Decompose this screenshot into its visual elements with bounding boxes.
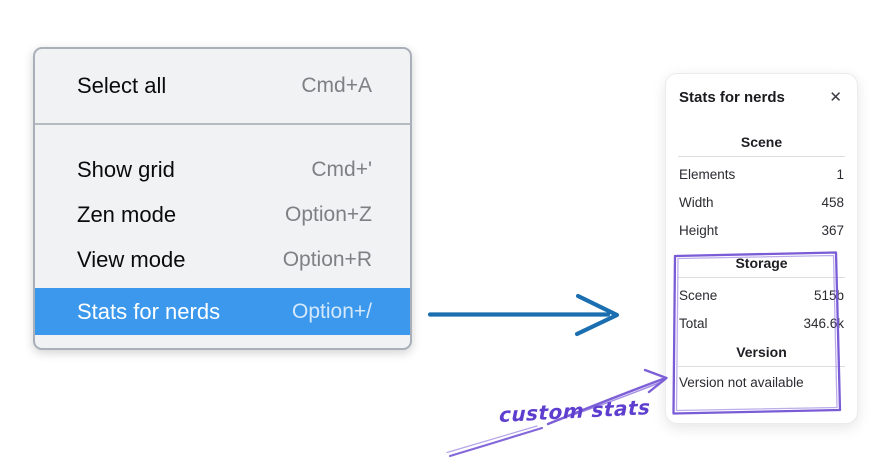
stat-label: Elements (679, 166, 736, 182)
menu-item-label: Stats for nerds (77, 298, 221, 324)
menu-item-shortcut: Cmd+A (301, 74, 372, 97)
stats-panel-header: Stats for nerds ✕ (678, 88, 845, 107)
annotation-arrow (546, 368, 668, 426)
menu-item-label: View mode (77, 246, 186, 272)
menu-item-shortcut: Option+R (282, 247, 372, 271)
section-divider (678, 156, 845, 157)
stat-row-total-size: Total 346.6k (678, 309, 845, 337)
section-divider (678, 277, 845, 278)
stat-row-scene-size: Scene 515b (678, 281, 845, 309)
menu-divider (35, 123, 410, 125)
section-heading-scene: Scene (740, 134, 783, 150)
annotation-tail-stroke (446, 425, 544, 458)
stat-row-elements: Elements 1 (678, 160, 845, 188)
menu-item-shortcut: Option+/ (292, 299, 372, 323)
stat-value: 1 (836, 166, 844, 182)
stat-value: 458 (821, 194, 844, 210)
stat-label: Height (679, 222, 719, 238)
stats-panel: Stats for nerds ✕ Scene Elements 1 Width… (665, 73, 858, 424)
stat-value: 346.6k (803, 315, 844, 331)
stat-label: Total (679, 315, 708, 331)
menu-item-show-grid[interactable]: Show grid Cmd+' (35, 147, 410, 192)
section-heading-storage: Storage (735, 255, 788, 271)
stat-value: 515b (813, 287, 844, 303)
stat-value: 367 (821, 222, 844, 238)
annotation-label: custom stats (498, 395, 651, 427)
menu-item-label: Select all (77, 73, 167, 98)
menu-item-view-mode[interactable]: View mode Option+R (35, 237, 410, 282)
menu-item-label: Show grid (77, 156, 175, 182)
stat-row-height: Height 367 (678, 216, 845, 244)
stat-row-width: Width 458 (678, 188, 845, 216)
menu-item-label: Zen mode (77, 201, 177, 227)
flow-arrow (427, 293, 620, 337)
menu-item-select-all[interactable]: Select all Cmd+A (35, 49, 410, 123)
context-menu: Select all Cmd+A Show grid Cmd+' Zen mod… (33, 47, 412, 350)
stat-label: Scene (679, 287, 718, 303)
close-icon[interactable]: ✕ (829, 88, 842, 106)
menu-group: Show grid Cmd+' Zen mode Option+Z View m… (35, 125, 410, 348)
version-note: Version not available (679, 375, 804, 390)
menu-item-shortcut: Cmd+' (311, 157, 372, 181)
stats-panel-title: Stats for nerds (679, 89, 785, 106)
menu-item-stats-for-nerds[interactable]: Stats for nerds Option+/ (35, 288, 410, 335)
stat-label: Width (679, 194, 714, 210)
menu-item-zen-mode[interactable]: Zen mode Option+Z (35, 192, 410, 237)
menu-item-shortcut: Option+Z (285, 202, 372, 226)
section-heading-version: Version (736, 344, 787, 360)
section-divider (678, 366, 845, 367)
